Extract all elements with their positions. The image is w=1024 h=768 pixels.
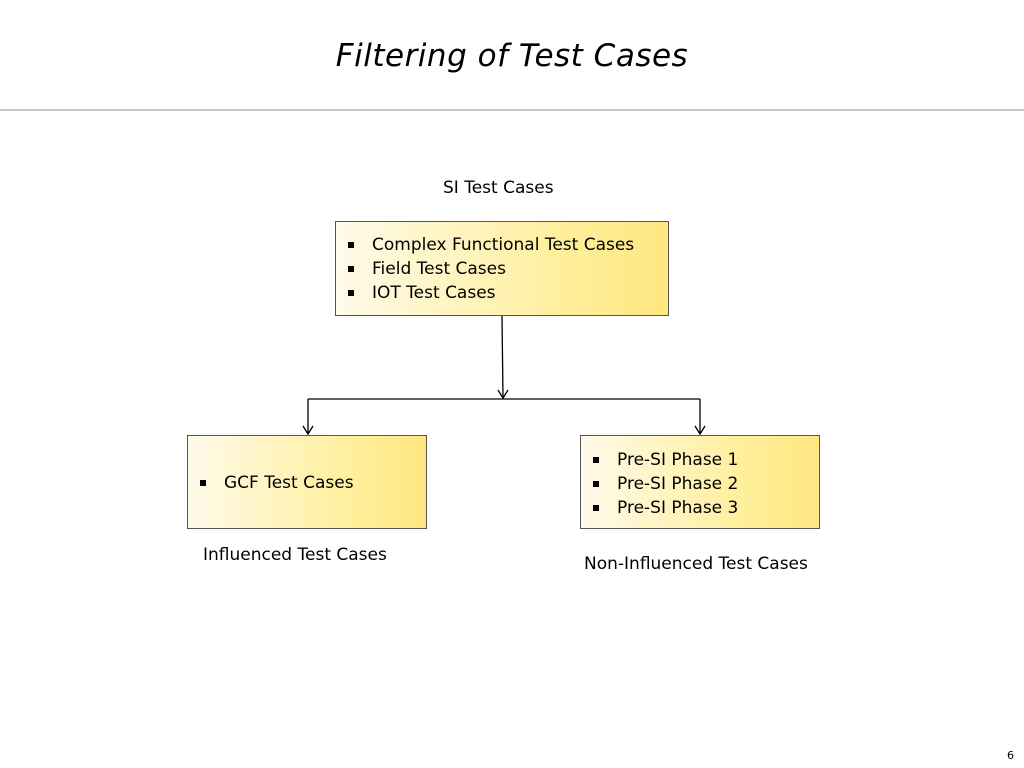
bullet-icon (348, 266, 354, 272)
list-item: Field Test Cases (336, 257, 668, 281)
list-item-label: Pre-SI Phase 3 (617, 498, 739, 518)
trunk-connector (501, 315, 504, 399)
list-item-label: Complex Functional Test Cases (372, 235, 635, 255)
non-influenced-test-cases-list: Pre-SI Phase 1 Pre-SI Phase 2 Pre-SI Pha… (581, 448, 819, 520)
bullet-icon (348, 242, 354, 248)
list-item: IOT Test Cases (336, 281, 668, 305)
list-item-label: GCF Test Cases (224, 473, 354, 493)
bullet-icon (200, 480, 206, 486)
bullet-icon (593, 505, 599, 511)
title-divider (0, 109, 1024, 111)
page-number: 6 (1007, 749, 1014, 762)
non-influenced-test-cases-caption: Non-Influenced Test Cases (584, 554, 808, 574)
si-test-cases-box: Complex Functional Test Cases Field Test… (335, 221, 669, 316)
list-item: Pre-SI Phase 2 (581, 472, 819, 496)
list-item-label: Field Test Cases (372, 259, 506, 279)
bullet-icon (593, 457, 599, 463)
bullet-icon (348, 290, 354, 296)
list-item-label: IOT Test Cases (372, 283, 496, 303)
list-item-label: Pre-SI Phase 1 (617, 450, 739, 470)
list-item: Complex Functional Test Cases (336, 233, 668, 257)
non-influenced-test-cases-box: Pre-SI Phase 1 Pre-SI Phase 2 Pre-SI Pha… (580, 435, 820, 529)
bullet-icon (593, 481, 599, 487)
list-item: Pre-SI Phase 3 (581, 496, 819, 520)
si-test-cases-list: Complex Functional Test Cases Field Test… (336, 233, 668, 305)
list-item: Pre-SI Phase 1 (581, 448, 819, 472)
list-item: GCF Test Cases (188, 471, 426, 495)
list-item-label: Pre-SI Phase 2 (617, 474, 739, 494)
influenced-test-cases-list: GCF Test Cases (188, 471, 426, 495)
influenced-test-cases-box: GCF Test Cases (187, 435, 427, 529)
right-arrowhead (694, 425, 706, 436)
slide-title: Filtering of Test Cases (335, 38, 689, 74)
trunk-arrowhead (497, 389, 509, 400)
influenced-test-cases-caption: Influenced Test Cases (203, 545, 387, 565)
left-arrowhead (302, 425, 314, 436)
si-test-cases-caption: SI Test Cases (443, 178, 554, 198)
